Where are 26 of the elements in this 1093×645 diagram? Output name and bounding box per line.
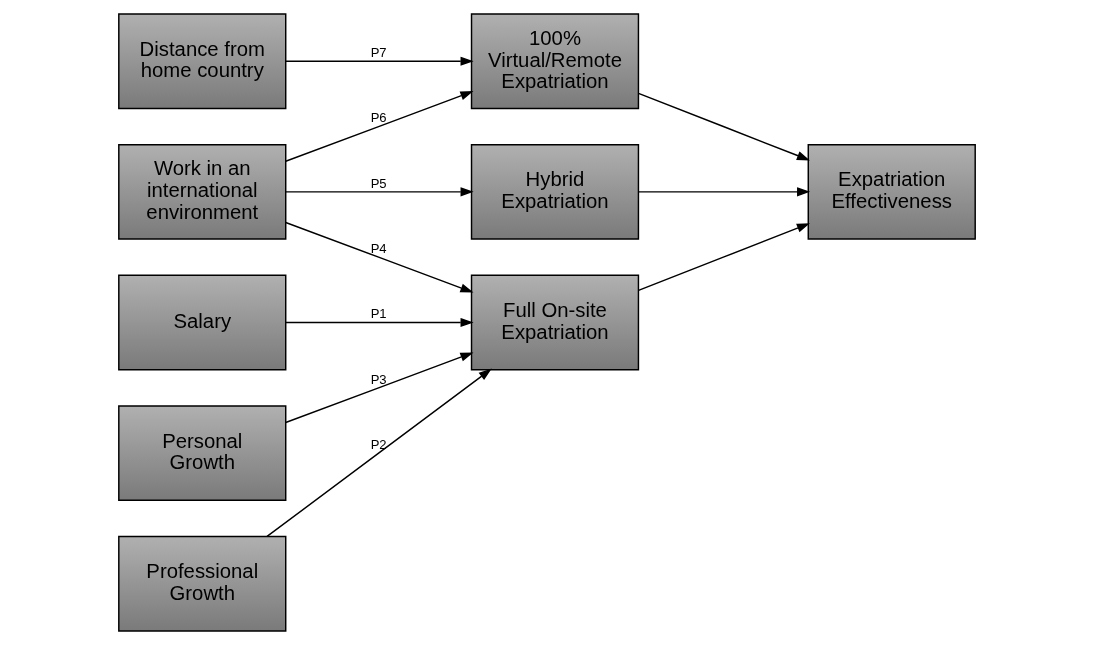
edge-label: P5	[370, 175, 387, 191]
arrow	[637, 223, 810, 292]
edge-label: P2	[370, 437, 387, 453]
edge-label: P6	[370, 110, 387, 126]
arrow	[284, 317, 474, 328]
arrow	[265, 368, 492, 538]
node-box: Hybrid Expatriation	[470, 143, 639, 240]
arrow	[284, 352, 473, 424]
node-box: Work in an international environment	[117, 143, 286, 240]
node-box: Professional Growth	[117, 535, 286, 632]
arrow	[284, 56, 474, 66]
node-box: Distance from home country	[117, 13, 286, 110]
node-box: Full On-site Expatriation	[470, 274, 639, 371]
arrow	[284, 187, 474, 197]
node-box: 100% Virtual/Remote Expatriation	[470, 13, 639, 110]
edge-label: P3	[370, 371, 387, 387]
node-box: Salary	[117, 274, 286, 371]
edge-label: P4	[370, 241, 387, 257]
arrow	[637, 92, 810, 161]
node-box: Expatriation Effectiveness	[807, 143, 976, 240]
arrow	[284, 221, 473, 293]
node-box: Personal Growth	[117, 405, 286, 502]
arrow	[284, 91, 473, 162]
arrow	[637, 187, 810, 197]
edge-label: P7	[370, 45, 387, 61]
edge-label: P1	[370, 306, 387, 322]
